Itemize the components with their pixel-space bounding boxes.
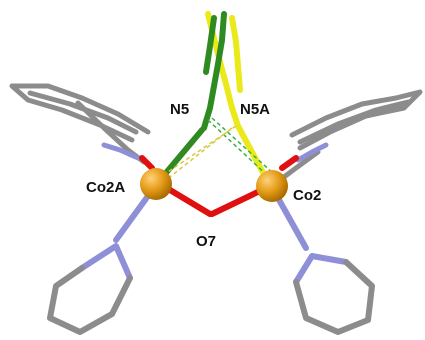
label-co2a: Co2A — [86, 179, 125, 196]
lower-right-pyridine-nitrogen-edge — [293, 253, 349, 285]
co2a-to-o7-bond — [167, 187, 213, 217]
contact-lines — [161, 117, 275, 181]
co2a-to-pyridine-n-bond — [113, 193, 151, 243]
bridging-ligand-green-ring-back — [203, 15, 217, 75]
cobalt-atom-co2 — [256, 170, 288, 202]
left-aromatic-ring-outer — [9, 83, 151, 143]
right-ring-arm — [277, 149, 321, 183]
lower-left-pyridine — [47, 193, 151, 335]
hbond-green-line-1 — [207, 119, 271, 179]
label-o7: O7 — [196, 233, 216, 250]
lower-right-pyridine-ring — [293, 259, 375, 335]
bridging-ligand — [139, 11, 299, 185]
n5-to-co2a-bond — [157, 127, 205, 183]
hbond-yellow-line-2 — [165, 127, 233, 181]
left-ring-nitrogen-bond — [101, 142, 141, 161]
n5a-to-co2-bond — [235, 123, 271, 185]
right-aromatic-ring-inner — [297, 99, 411, 145]
label-n5a: N5A — [240, 101, 270, 118]
cobalt-atom-co2a — [140, 168, 172, 200]
right-aromatic-ring — [277, 89, 423, 183]
co2-oxygen-bond — [279, 155, 299, 171]
right-aromatic-ring-outer — [289, 89, 423, 151]
lower-right-pyridine — [275, 195, 375, 335]
oxo-bridge — [167, 187, 265, 217]
lower-left-pyridine-nitrogen-edge — [79, 243, 133, 281]
lower-left-pyridine-ring — [47, 265, 133, 335]
right-ring-nitrogen-bond — [295, 142, 329, 163]
o7-to-co2-bond — [209, 187, 265, 217]
co2a-oxygen-bond — [139, 155, 155, 171]
label-n5: N5 — [170, 101, 189, 118]
bridging-ligand-green-ring — [201, 11, 227, 131]
left-aromatic-ring — [9, 83, 151, 165]
co2-to-pyridine-n-bond — [275, 195, 309, 251]
label-co2: Co2 — [293, 187, 321, 204]
bridging-ligand-yellow-ring-back — [229, 15, 243, 93]
hbond-green-line-2 — [211, 117, 275, 175]
